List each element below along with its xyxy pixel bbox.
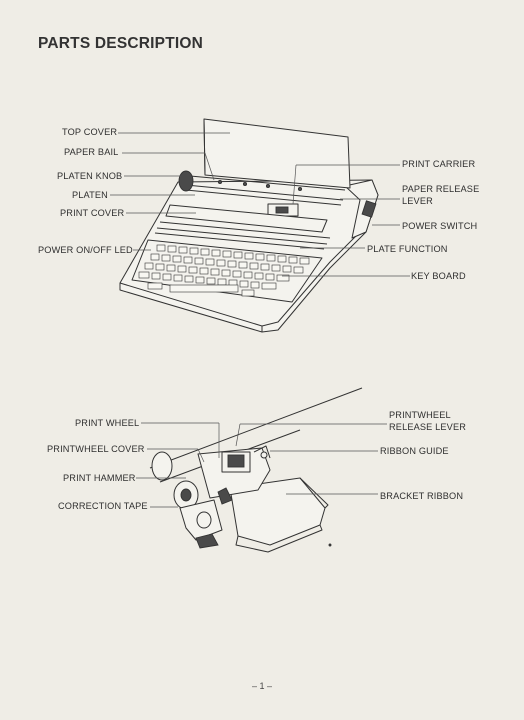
label-paper-release-lever-1: PAPER RELEASE (402, 184, 480, 194)
label-ribbon-guide: RIBBON GUIDE (380, 446, 449, 456)
label-paper-release-lever-2: LEVER (402, 196, 433, 206)
typewriter-illustration (119, 118, 379, 333)
page-title: PARTS DESCRIPTION (38, 35, 204, 52)
label-power-led: POWER ON/OFF LED (38, 245, 133, 255)
label-print-wheel: PRINT WHEEL (75, 418, 140, 428)
label-bracket-ribbon: BRACKET RIBBON (380, 491, 464, 501)
label-plate-function: PLATE FUNCTION (367, 244, 448, 254)
label-print-hammer: PRINT HAMMER (63, 473, 136, 483)
label-power-switch: POWER SWITCH (402, 221, 478, 231)
label-platen-knob: PLATEN KNOB (57, 171, 123, 181)
label-printwheel-cover: PRINTWHEEL COVER (47, 444, 145, 454)
label-correction-tape: CORRECTION TAPE (58, 501, 148, 511)
page-number: – 1 – (251, 681, 273, 691)
leader-lines (110, 132, 410, 508)
label-key-board: KEY BOARD (411, 271, 466, 281)
label-print-carrier: PRINT CARRIER (402, 159, 476, 169)
label-platen: PLATEN (72, 190, 108, 200)
label-top-cover: TOP COVER (62, 127, 118, 137)
label-paper-bail: PAPER BAIL (64, 147, 119, 157)
label-print-cover: PRINT COVER (60, 208, 125, 218)
label-printwheel-release-lever-2: RELEASE LEVER (389, 422, 467, 432)
label-printwheel-release-lever-1: PRINTWHEEL (389, 410, 451, 420)
carrier-illustration (149, 387, 363, 553)
